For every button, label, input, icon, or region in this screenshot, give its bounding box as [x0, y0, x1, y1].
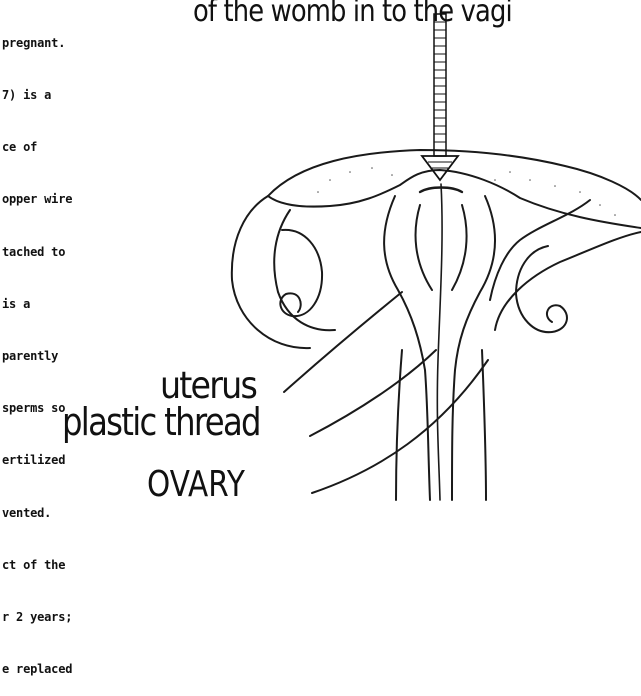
left-tube-outer — [232, 196, 310, 348]
text-line: r 2 years; — [2, 609, 162, 626]
uterus-outer-outline — [268, 150, 641, 200]
thread-leader-line — [310, 350, 436, 436]
ovary-label: OVARY — [147, 464, 245, 505]
uterus-top-edge — [268, 170, 641, 228]
iud-thread — [437, 184, 442, 500]
cavity-inner-left — [416, 205, 432, 290]
insertion-arrow — [422, 14, 458, 180]
uterus-leader-line — [284, 292, 402, 392]
cervix-left — [396, 350, 402, 500]
cavity-inner-right — [452, 205, 467, 290]
right-ovary — [516, 246, 567, 332]
text-line: e replaced — [2, 661, 162, 678]
diagram-caption: of the womb in to the vagi — [193, 0, 512, 29]
uterine-cavity-right — [452, 196, 495, 500]
left-ovary — [280, 230, 322, 316]
cervix-right — [482, 350, 486, 500]
text-line: ct of the — [2, 557, 162, 574]
plastic-thread-label: plastic thread — [62, 400, 260, 444]
